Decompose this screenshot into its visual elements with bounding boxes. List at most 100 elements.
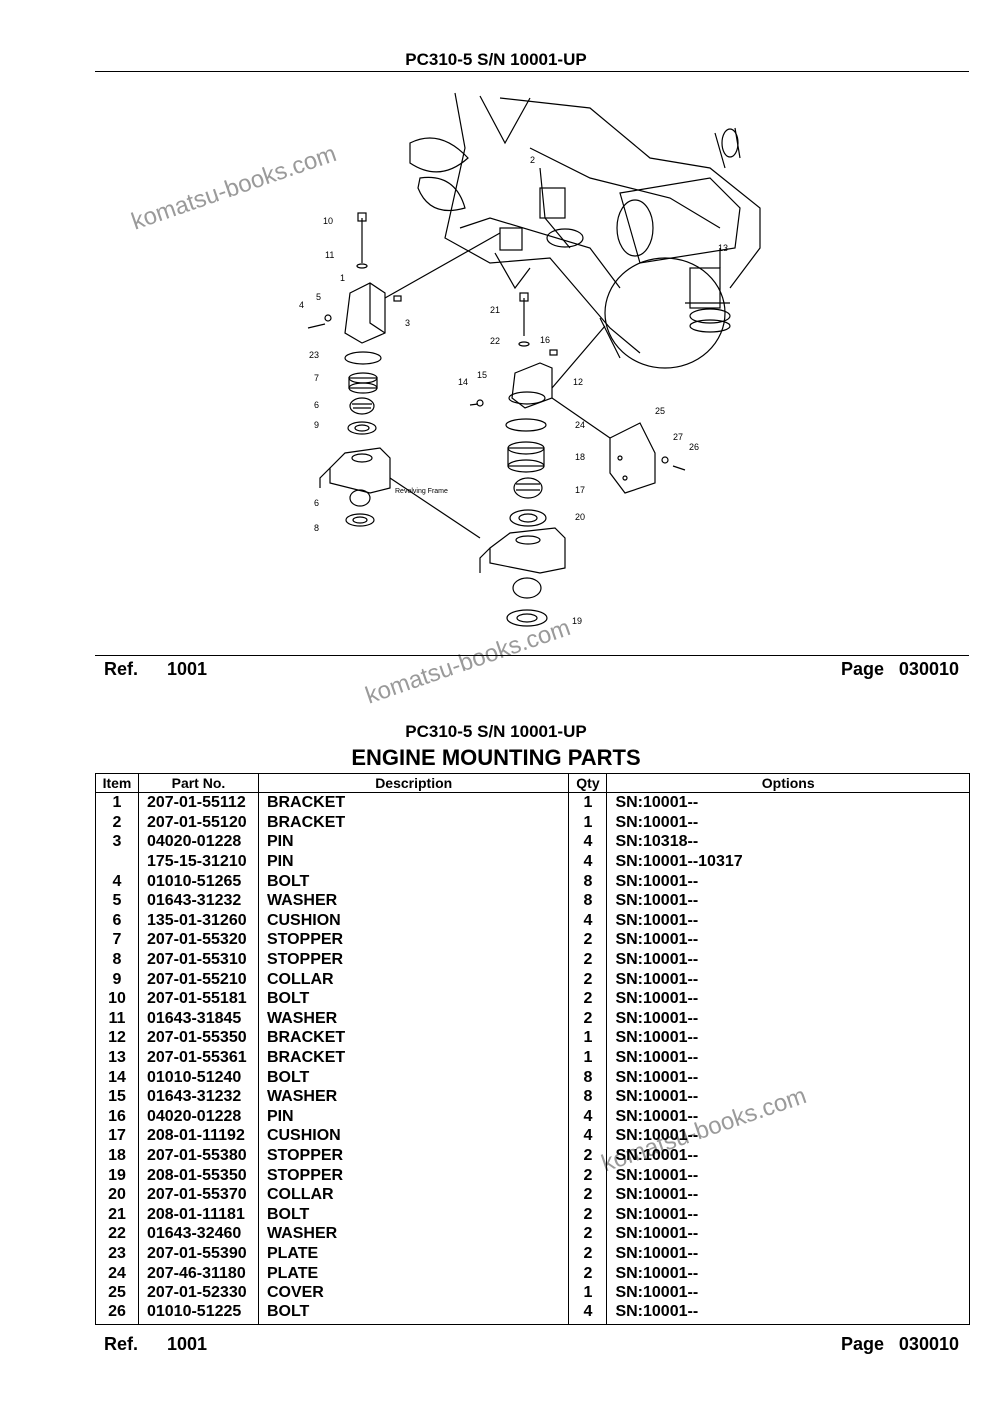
callout-6: 6 <box>314 400 319 410</box>
callout-2: 2 <box>530 155 535 165</box>
cell-item: 4 <box>95 871 139 891</box>
cell-qty: 4 <box>568 1126 608 1146</box>
cell-description: WASHER <box>257 1086 570 1107</box>
cell-description: BOLT <box>257 1204 570 1225</box>
cell-part-no: 207-01-55380 <box>137 1145 259 1166</box>
callout-20: 20 <box>575 512 585 522</box>
cell-item: 7 <box>95 930 139 950</box>
col-qty: Qty <box>568 773 608 793</box>
cell-item: 25 <box>95 1282 139 1303</box>
cell-part-no: 207-01-55181 <box>137 988 259 1009</box>
cell-options: SN:10001-- <box>606 1047 970 1068</box>
page-title: PC310-5 S/N 10001-UP <box>405 50 587 69</box>
cell-part-no: 207-01-55390 <box>137 1243 259 1264</box>
cell-description: STOPPER <box>257 1165 570 1185</box>
cell-qty: 4 <box>568 851 608 872</box>
cell-options: SN:10001-- <box>606 930 970 950</box>
cell-part-no: 04020-01228 <box>137 832 259 852</box>
parts-diagram: 10 11 1 5 4 3 23 7 6 9 6 8 2 13 21 16 22… <box>299 92 761 627</box>
cell-options: SN:10001-- <box>606 1224 970 1244</box>
section-model: PC310-5 S/N 10001-UP <box>405 722 587 741</box>
cell-description: COVER <box>257 1282 570 1303</box>
page-label: Page <box>840 659 884 679</box>
cell-options: SN:10001-- <box>606 910 970 931</box>
page-value: 030010 <box>898 659 959 679</box>
cell-item: 18 <box>95 1145 139 1166</box>
cell-item: 1 <box>95 792 139 813</box>
cell-item: 6 <box>95 910 139 931</box>
cell-options: SN:10001-- <box>606 812 970 833</box>
cell-part-no: 208-01-11192 <box>137 1126 259 1146</box>
cell-options: SN:10001-- <box>606 1145 970 1166</box>
cell-description: BRACKET <box>257 1028 570 1048</box>
cell-description: BOLT <box>257 988 570 1009</box>
callout-8: 8 <box>314 523 319 533</box>
section-title: ENGINE MOUNTING PARTS <box>351 745 641 770</box>
cell-item: 19 <box>95 1165 139 1185</box>
col-part-no: Part No. <box>137 773 259 793</box>
cell-part-no: 175-15-31210 <box>137 851 259 872</box>
cell-description: PLATE <box>257 1263 570 1283</box>
cell-item: 17 <box>95 1126 139 1146</box>
callout-24: 24 <box>575 420 585 430</box>
cell-description: CUSHION <box>257 1126 570 1146</box>
cell-qty: 2 <box>568 930 608 950</box>
callout-26: 26 <box>689 442 699 452</box>
cell-item: 3 <box>95 832 139 852</box>
cell-options: SN:10001-- <box>606 792 970 813</box>
cell-item: 23 <box>95 1243 139 1264</box>
cell-item: 14 <box>95 1067 139 1087</box>
cell-qty: 1 <box>568 1047 608 1068</box>
callout-17: 17 <box>575 485 585 495</box>
callout-19: 19 <box>572 616 582 626</box>
cell-part-no: 208-01-11181 <box>137 1204 259 1225</box>
cell-part-no: 207-01-52330 <box>137 1282 259 1303</box>
cell-item: 21 <box>95 1204 139 1225</box>
ref-value: 1001 <box>167 1334 208 1354</box>
callout-22: 22 <box>490 336 500 346</box>
cell-qty: 8 <box>568 1067 608 1087</box>
cell-options: SN:10001-- <box>606 969 970 989</box>
cell-qty: 2 <box>568 988 608 1009</box>
cell-part-no: 04020-01228 <box>137 1106 259 1127</box>
callout-11: 11 <box>325 250 334 260</box>
cell-part-no: 207-01-55112 <box>137 792 259 813</box>
cell-qty: 8 <box>568 871 608 891</box>
cell-description: BOLT <box>257 871 570 891</box>
callout-23: 23 <box>309 350 319 360</box>
frame-label: Revolving Frame <box>395 488 448 495</box>
cell-part-no: 01010-51240 <box>137 1067 259 1087</box>
table-header-row: Item Part No. Description Qty Options <box>95 773 970 793</box>
cell-description: PIN <box>257 851 570 872</box>
cell-part-no: 01643-31232 <box>137 1086 259 1107</box>
cell-description: COLLAR <box>257 969 570 989</box>
cell-part-no: 01643-31232 <box>137 890 259 911</box>
cell-qty: 2 <box>568 1224 608 1244</box>
callout-10: 10 <box>323 216 333 226</box>
footer-rule-1 <box>95 655 969 656</box>
cell-description: PIN <box>257 832 570 852</box>
cell-options: SN:10001-- <box>606 1106 970 1127</box>
cell-qty: 2 <box>568 1243 608 1264</box>
cell-part-no: 207-46-31180 <box>137 1263 259 1283</box>
cell-part-no: 207-01-55320 <box>137 930 259 950</box>
cell-description: PLATE <box>257 1243 570 1264</box>
cell-description: STOPPER <box>257 930 570 950</box>
callout-12: 12 <box>573 377 583 387</box>
cell-options: SN:10001--10317 <box>606 851 970 872</box>
cell-options: SN:10001-- <box>606 1086 970 1107</box>
